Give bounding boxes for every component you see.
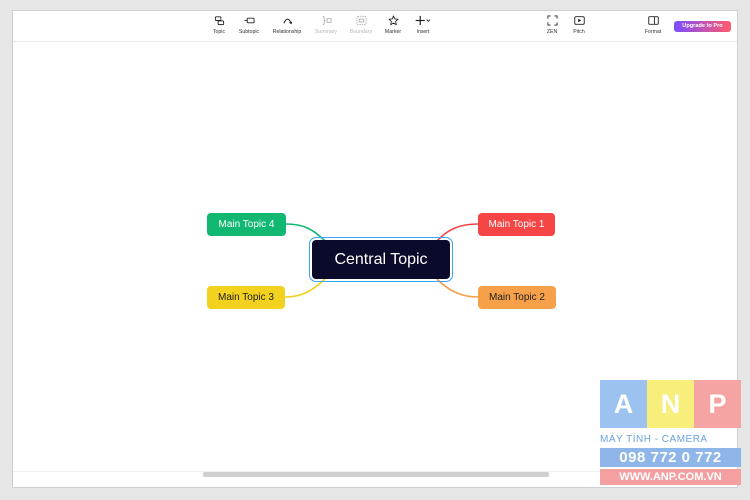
topic-button[interactable]: Topic <box>199 15 239 35</box>
topic-label: Topic <box>212 29 226 35</box>
pitch-button[interactable]: Pitch <box>559 15 599 35</box>
central-topic[interactable]: Central Topic <box>309 237 453 282</box>
watermark-letter-n: N <box>647 380 694 428</box>
main-topic-1[interactable]: Main Topic 1 <box>478 213 555 236</box>
summary-icon <box>322 15 332 26</box>
relationship-button[interactable]: Relationship <box>267 15 307 35</box>
watermark-website: WWW.ANP.COM.VN <box>600 469 741 485</box>
summary-button[interactable]: Summary <box>306 15 346 35</box>
relationship-icon <box>282 18 292 25</box>
anp-watermark: A N P MÁY TÍNH - CAMERA 098 772 0 772 WW… <box>600 380 741 492</box>
horizontal-scrollbar[interactable] <box>203 472 549 477</box>
connector-topic-3 <box>284 278 326 298</box>
upgrade-to-pro-button[interactable]: Upgrade to Pro <box>674 21 731 32</box>
branch-connectors <box>284 223 479 298</box>
zen-button[interactable]: ZEN <box>532 15 572 35</box>
topic-icon <box>214 16 224 26</box>
subtopic-icon <box>243 17 255 24</box>
marker-label: Marker <box>384 29 402 35</box>
boundary-icon <box>355 15 367 26</box>
boundary-label: Boundary <box>349 29 373 35</box>
star-icon <box>388 15 398 26</box>
subtopic-button[interactable]: Subtopic <box>229 15 269 35</box>
main-topic-2[interactable]: Main Topic 2 <box>478 286 556 309</box>
format-label: Format <box>644 29 662 35</box>
status-bar-divider <box>13 471 737 472</box>
panel-icon <box>647 16 659 25</box>
watermark-logo: A N P <box>600 380 741 428</box>
app-window: Topic Subtopic Relationship Summary Boun… <box>12 10 738 488</box>
format-button[interactable]: Format <box>633 15 673 35</box>
connector-topic-2 <box>436 278 479 298</box>
toolbar: Topic Subtopic Relationship Summary Boun… <box>13 11 737 42</box>
boundary-button[interactable]: Boundary <box>341 15 381 35</box>
relationship-label: Relationship <box>272 29 302 35</box>
summary-label: Summary <box>314 29 338 35</box>
insert-label: Insert <box>416 29 430 35</box>
play-icon <box>573 16 585 25</box>
mindmap-canvas[interactable]: Central Topic Main Topic 1 Main Topic 2 … <box>13 42 737 487</box>
marker-button[interactable]: Marker <box>373 15 413 35</box>
pitch-label: Pitch <box>573 29 585 35</box>
zen-label: ZEN <box>546 29 558 35</box>
main-topic-4[interactable]: Main Topic 4 <box>207 213 286 236</box>
connector-topic-4 <box>285 223 326 242</box>
watermark-tagline: MÁY TÍNH - CAMERA <box>600 434 708 445</box>
watermark-phone: 098 772 0 772 <box>600 448 741 467</box>
fullscreen-icon <box>546 15 558 26</box>
connector-topic-1 <box>436 223 479 242</box>
watermark-letter-p: P <box>694 380 741 428</box>
plus-chevron-icon <box>415 15 431 26</box>
main-topic-3[interactable]: Main Topic 3 <box>207 286 285 309</box>
subtopic-label: Subtopic <box>238 29 260 35</box>
watermark-letter-a: A <box>600 380 647 428</box>
insert-button[interactable]: Insert <box>403 15 443 35</box>
